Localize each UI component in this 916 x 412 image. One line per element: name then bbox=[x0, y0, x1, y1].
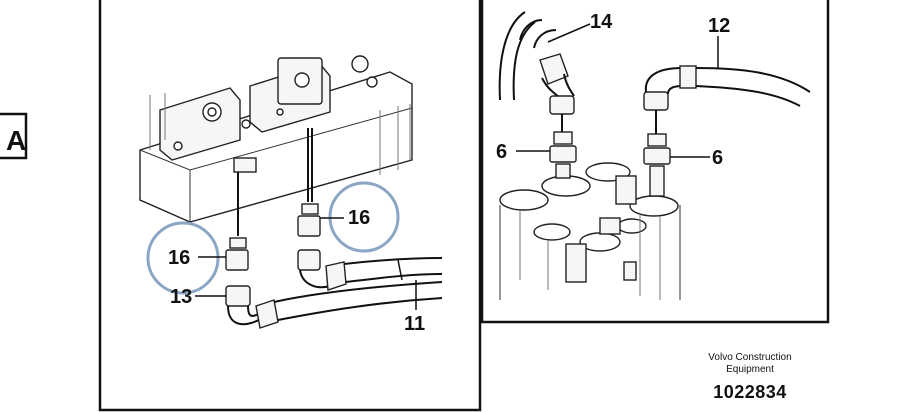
hose-lower bbox=[255, 281, 443, 329]
hose-12 bbox=[643, 65, 811, 134]
view-marker: A bbox=[0, 112, 28, 160]
callout-6-right: 6 bbox=[712, 147, 723, 169]
left-panel: 16 16 13 11 bbox=[98, 0, 482, 412]
highlight-circle-16-left bbox=[146, 221, 220, 295]
callout-16-left: 16 bbox=[168, 247, 190, 269]
document-code: 1022834 bbox=[713, 382, 787, 402]
view-marker-label: A bbox=[6, 125, 26, 156]
valve-block-right bbox=[499, 162, 681, 300]
publisher-footer: Volvo Construction Equipment 1022834 bbox=[680, 352, 820, 403]
highlight-circle-16-right bbox=[328, 181, 400, 253]
fitting-16-right bbox=[297, 203, 321, 237]
callout-16-right: 16 bbox=[348, 207, 370, 229]
fitting-6-right bbox=[643, 133, 671, 197]
publisher-name-line1: Volvo Construction bbox=[708, 352, 792, 363]
publisher-name-line2: Equipment bbox=[726, 364, 774, 375]
callout-13: 13 bbox=[170, 286, 192, 308]
callout-6-left: 6 bbox=[496, 141, 507, 163]
callout-12: 12 bbox=[708, 15, 730, 37]
callout-11: 11 bbox=[404, 313, 425, 335]
callout-14: 14 bbox=[590, 11, 613, 33]
fitting-6-left bbox=[549, 131, 577, 179]
valve-block-left bbox=[139, 55, 413, 223]
hose-upper bbox=[297, 249, 443, 291]
hose-14 bbox=[498, 11, 575, 132]
right-panel: 14 12 6 6 bbox=[480, 0, 830, 324]
fitting-16-left bbox=[225, 237, 249, 271]
